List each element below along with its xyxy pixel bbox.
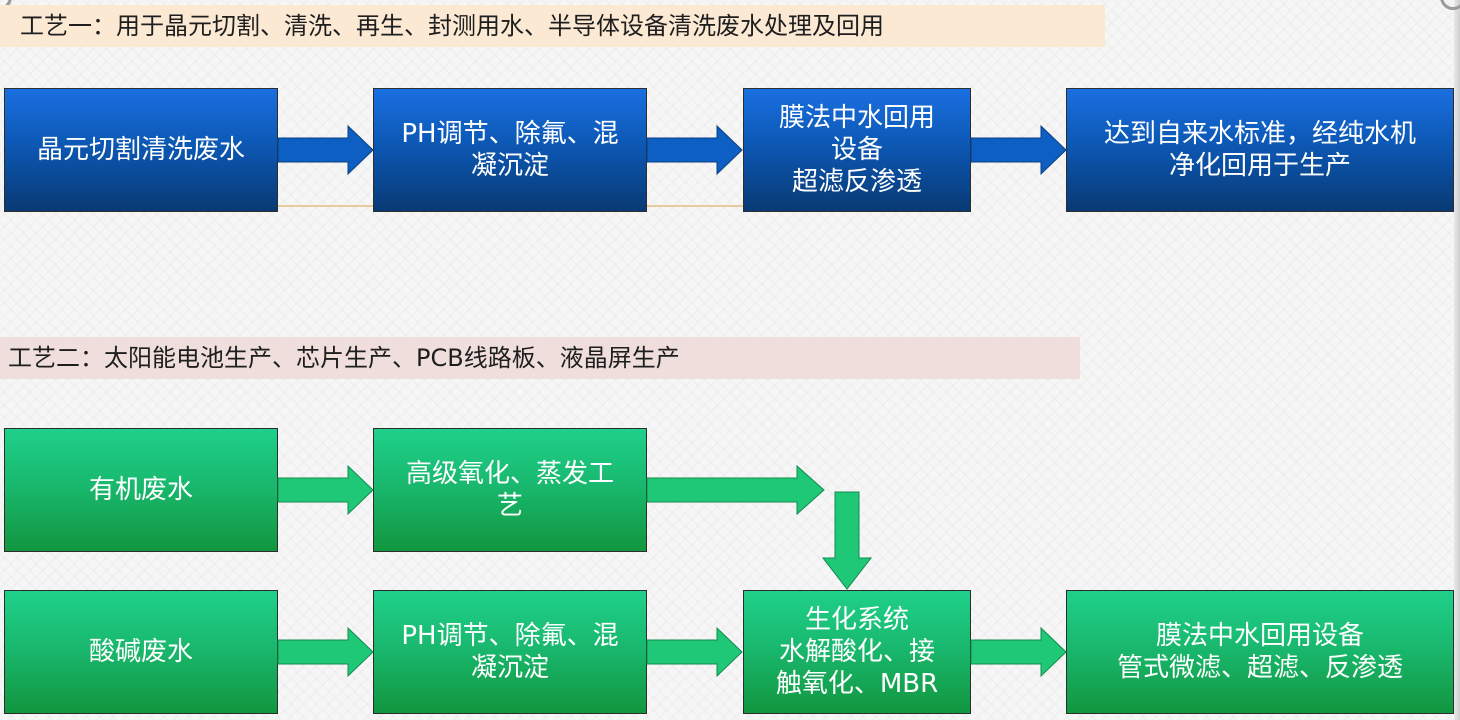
process2-organic-wastewater-label: 有机废水 [88,475,193,505]
process2-organic-wastewater: 有机废水 [4,428,278,552]
corner-circle-decoration-right [1440,0,1460,10]
process1-step-4-label: 达到自来水标准，经纯水机 净化回用于生产 [1103,119,1416,181]
process1-step-3: 膜法中水回用 设备 超滤反渗透 [743,88,971,212]
process2-advanced-oxidation: 高级氧化、蒸发工 艺 [373,428,647,552]
process2-ph-adjustment-label: PH调节、除氟、混 凝沉淀 [401,621,619,683]
process2-membrane-reuse-label: 膜法中水回用设备 管式微滤、超滤、反渗透 [1116,621,1403,683]
process2-arrow-bottom-1 [277,626,374,678]
process2-membrane-reuse: 膜法中水回用设备 管式微滤、超滤、反渗透 [1066,590,1454,714]
process2-biochemical-system: 生化系统 水解酸化、接 触氧化、MBR [743,590,971,714]
process2-biochemical-system-label: 生化系统 水解酸化、接 触氧化、MBR [775,605,939,699]
process2-arrow-down [821,491,873,590]
process1-step-1-label: 晶元切割清洗废水 [36,135,245,165]
process2-advanced-oxidation-label: 高级氧化、蒸发工 艺 [405,459,614,521]
process1-step-1: 晶元切割清洗废水 [4,88,278,212]
process2-title: 工艺二：太阳能电池生产、芯片生产、PCB线路板、液晶屏生产 [0,337,1080,379]
process1-step-2: PH调节、除氟、混 凝沉淀 [373,88,647,212]
process1-arrow-1 [277,124,374,176]
process1-title: 工艺一：用于晶元切割、清洗、再生、封测用水、半导体设备清洗废水处理及回用 [0,5,1105,47]
process2-arrow-top-2 [646,464,825,516]
slide-right-edge [1454,0,1460,720]
process1-arrow-3 [970,124,1067,176]
process2-ph-adjustment: PH调节、除氟、混 凝沉淀 [373,590,647,714]
process1-step-4: 达到自来水标准，经纯水机 净化回用于生产 [1066,88,1454,212]
process2-acid-base-wastewater-label: 酸碱废水 [88,637,193,667]
process1-step-3-label: 膜法中水回用 设备 超滤反渗透 [778,103,935,197]
process2-arrow-bottom-3 [970,626,1067,678]
process1-step-2-label: PH调节、除氟、混 凝沉淀 [401,119,619,181]
process2-arrow-bottom-2 [646,626,743,678]
process2-acid-base-wastewater: 酸碱废水 [4,590,278,714]
process1-arrow-2 [646,124,743,176]
process2-arrow-top-1 [277,464,374,516]
